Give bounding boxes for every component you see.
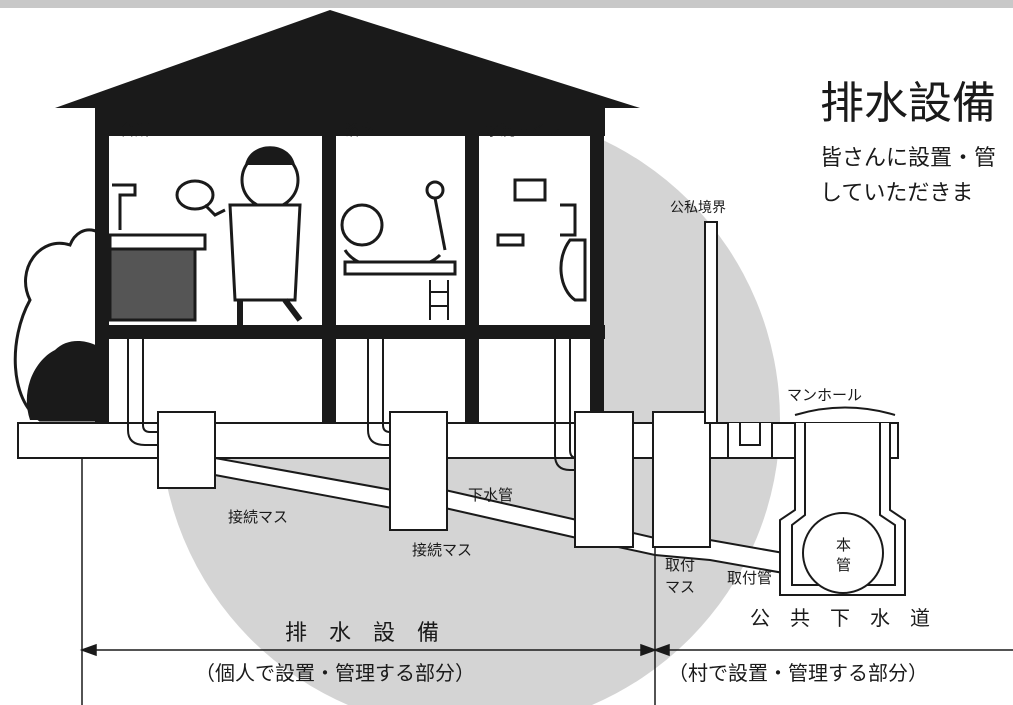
label-attach-pipe: 取付管 xyxy=(727,569,772,587)
label-attach-box-1: 取付 xyxy=(665,556,695,574)
diagram-title: 排水設備 xyxy=(820,78,996,129)
label-attach-box-2: マス xyxy=(665,578,695,596)
toilet-illustration xyxy=(496,178,587,302)
junction-box-1 xyxy=(157,411,216,489)
top-strip xyxy=(0,0,1013,8)
label-boundary: 公私境界 xyxy=(670,200,726,216)
section-public-caption: （村で設置・管理する部分） xyxy=(668,661,928,685)
room-label-bath: 浴室 xyxy=(345,121,375,139)
curb-block xyxy=(727,423,773,459)
section-private-caption: （個人で設置・管理する部分） xyxy=(195,661,475,685)
attach-box xyxy=(652,411,711,548)
boundary-post xyxy=(704,221,718,424)
label-junction-box-1: 接続マス xyxy=(228,508,288,526)
label-main-pipe-1: 本 xyxy=(836,536,851,554)
bath-illustration xyxy=(340,180,457,320)
room-label-toilet: 水洗トイレ xyxy=(485,121,560,139)
bush-illustration xyxy=(13,228,114,422)
dimension-lines xyxy=(79,458,1013,705)
label-junction-box-2: 接続マス xyxy=(412,541,472,559)
label-sewer-pipe: 下水管 xyxy=(468,486,513,504)
intro-line-1: 皆さんに設置・管 xyxy=(820,146,996,171)
label-manhole: マンホール xyxy=(787,386,862,404)
main-pipe xyxy=(802,512,884,594)
drain-pipes xyxy=(127,339,578,471)
room-label-kitchen: 台所 xyxy=(120,121,150,139)
section-public-title: 公 共 下 水 道 xyxy=(750,606,930,630)
label-main-pipe-2: 管 xyxy=(836,556,851,574)
junction-box-2 xyxy=(389,411,448,531)
intro-line-2: していただきま xyxy=(820,181,973,206)
house-roof xyxy=(55,10,640,108)
section-private-title: 排 水 設 備 xyxy=(285,621,439,646)
junction-box-3 xyxy=(574,411,634,548)
kitchen-illustration xyxy=(108,146,303,325)
